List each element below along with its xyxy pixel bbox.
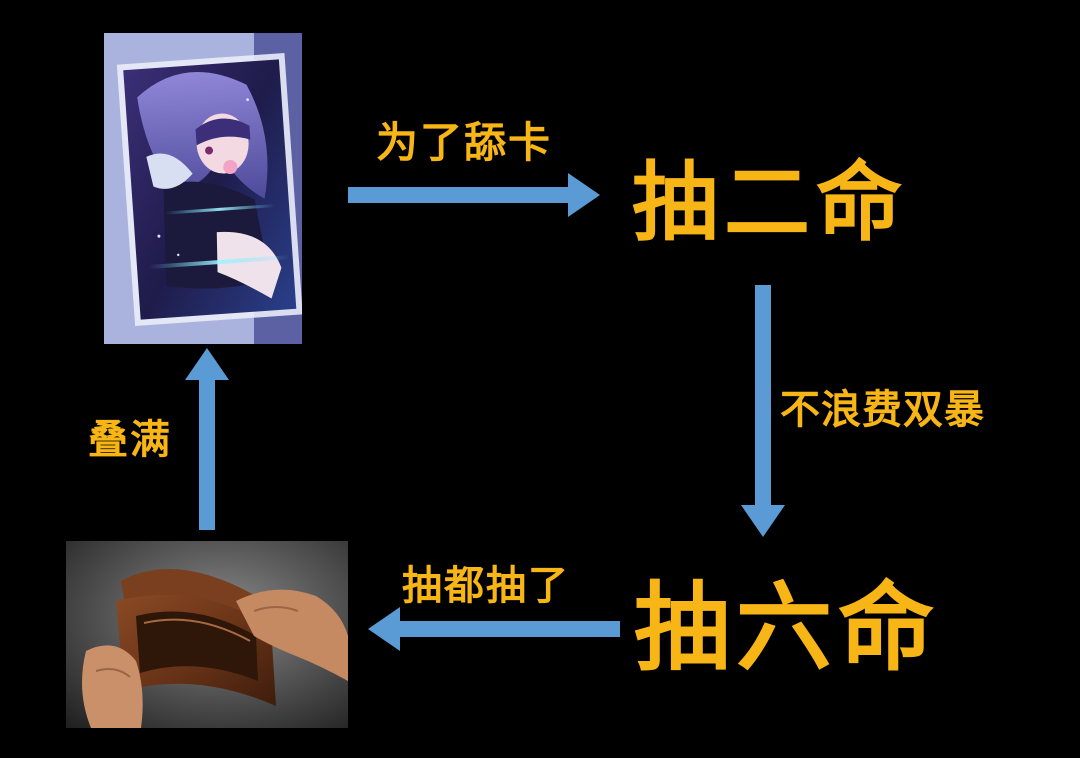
character-card-illustration: [104, 33, 302, 344]
edge-label-card-to-two: 为了舔卡: [376, 118, 553, 167]
node-draw-two: 抽二命: [632, 153, 908, 253]
edge-label-wallet-to-card: 叠满: [88, 417, 172, 463]
edge-label-two-to-six: 不浪费双暴: [780, 387, 985, 433]
arrow-right: [348, 173, 600, 217]
empty-wallet-image: [66, 541, 348, 728]
arrow-down: [741, 285, 785, 537]
edge-label-six-to-wallet: 抽都抽了: [402, 563, 570, 609]
empty-wallet-illustration: [66, 541, 348, 728]
arrow-up: [185, 348, 229, 530]
node-draw-six: 抽六命: [634, 572, 940, 684]
arrow-left: [368, 607, 620, 651]
character-card-image: [104, 33, 302, 344]
